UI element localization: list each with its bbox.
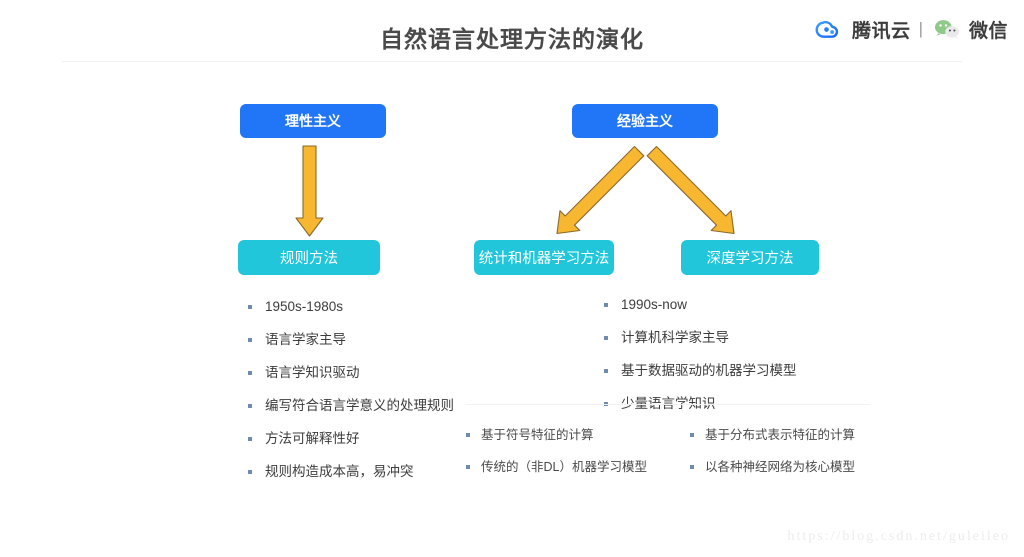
brand-separator: | xyxy=(918,19,923,38)
bullet-marker-icon xyxy=(248,470,252,474)
bullet-marker-icon xyxy=(604,336,608,340)
wechat-label: 微信 xyxy=(968,20,1008,42)
bullet-marker-icon xyxy=(248,338,252,342)
node-statistical-ml-method[interactable]: 统计和机器学习方法 xyxy=(474,240,614,275)
tencent-cloud-label: 腾讯云 xyxy=(852,20,911,42)
list-item-label: 基于数据驱动的机器学习模型 xyxy=(621,363,797,378)
list-item-label: 基于分布式表示特征的计算 xyxy=(705,428,856,442)
node-rationalism[interactable]: 理性主义 xyxy=(240,104,386,138)
list-item-label: 以各种神经网络为核心模型 xyxy=(705,460,856,474)
node-deep-learning-method[interactable]: 深度学习方法 xyxy=(681,240,819,275)
list-item: 编写符合语言学意义的处理规则 xyxy=(248,395,454,416)
wechat-icon xyxy=(932,17,962,41)
watermark-url: https://blog.csdn.net/guleileo xyxy=(787,529,1010,544)
list-item: 1990s-now xyxy=(604,294,797,315)
page-title: 自然语言处理方法的演化 xyxy=(380,26,644,52)
tencent-cloud-icon xyxy=(815,17,845,41)
list-item: 基于符号特征的计算 xyxy=(466,425,647,446)
list-item-label: 1990s-now xyxy=(621,297,688,312)
list-item-label: 1950s-1980s xyxy=(265,299,344,314)
bullet-marker-icon xyxy=(604,369,608,373)
bullet-marker-icon xyxy=(466,465,470,469)
list-item-label: 规则构造成本高，易冲突 xyxy=(265,464,414,479)
arrow-empiricism-to-statistical xyxy=(556,145,645,235)
list-item-label: 方法可解释性好 xyxy=(265,431,360,446)
brand-lockup: 腾讯云 | 微信 xyxy=(815,12,1008,46)
bullet-marker-icon xyxy=(248,404,252,408)
list-item: 计算机科学家主导 xyxy=(604,327,797,348)
bullet-marker-icon xyxy=(604,303,608,307)
bullet-marker-icon xyxy=(466,433,470,437)
list-item: 基于分布式表示特征的计算 xyxy=(690,425,855,446)
list-item: 语言学家主导 xyxy=(248,329,454,350)
list-item-label: 少量语言学知识 xyxy=(621,396,716,411)
arrow-rationalism-to-rule xyxy=(295,145,324,237)
bullet-marker-icon xyxy=(248,371,252,375)
list-item: 基于数据驱动的机器学习模型 xyxy=(604,360,797,381)
bullet-list-deep-learning: 基于分布式表示特征的计算 以各种神经网络为核心模型 xyxy=(690,425,855,489)
header-divider xyxy=(62,61,962,62)
bullet-list-rule-method: 1950s-1980s 语言学家主导 语言学知识驱动 编写符合语言学意义的处理规… xyxy=(248,296,454,494)
list-item: 1950s-1980s xyxy=(248,296,454,317)
bullet-list-empiricism: 1990s-now 计算机科学家主导 基于数据驱动的机器学习模型 少量语言学知识 xyxy=(604,294,797,426)
list-item-label: 语言学知识驱动 xyxy=(265,365,360,380)
node-empiricism[interactable]: 经验主义 xyxy=(572,104,718,138)
bullet-marker-icon xyxy=(690,465,694,469)
list-item: 语言学知识驱动 xyxy=(248,362,454,383)
bullet-list-statistical-ml: 基于符号特征的计算 传统的（非DL）机器学习模型 xyxy=(466,425,647,489)
arrow-empiricism-to-deeplearning xyxy=(646,145,735,235)
list-item-label: 语言学家主导 xyxy=(265,332,346,347)
list-item-label: 基于符号特征的计算 xyxy=(481,428,594,442)
list-item: 方法可解释性好 xyxy=(248,428,454,449)
bullet-marker-icon xyxy=(248,437,252,441)
slide-header: 自然语言处理方法的演化 腾讯云 | xyxy=(0,0,1024,62)
list-item-label: 传统的（非DL）机器学习模型 xyxy=(481,460,647,474)
bullet-marker-icon xyxy=(248,305,252,309)
list-item-label: 计算机科学家主导 xyxy=(621,330,729,345)
section-divider xyxy=(466,404,870,405)
list-item: 以各种神经网络为核心模型 xyxy=(690,457,855,478)
list-item: 传统的（非DL）机器学习模型 xyxy=(466,457,647,478)
node-rule-method[interactable]: 规则方法 xyxy=(238,240,380,275)
bullet-marker-icon xyxy=(690,433,694,437)
list-item-label: 编写符合语言学意义的处理规则 xyxy=(265,398,454,413)
list-item: 规则构造成本高，易冲突 xyxy=(248,461,454,482)
